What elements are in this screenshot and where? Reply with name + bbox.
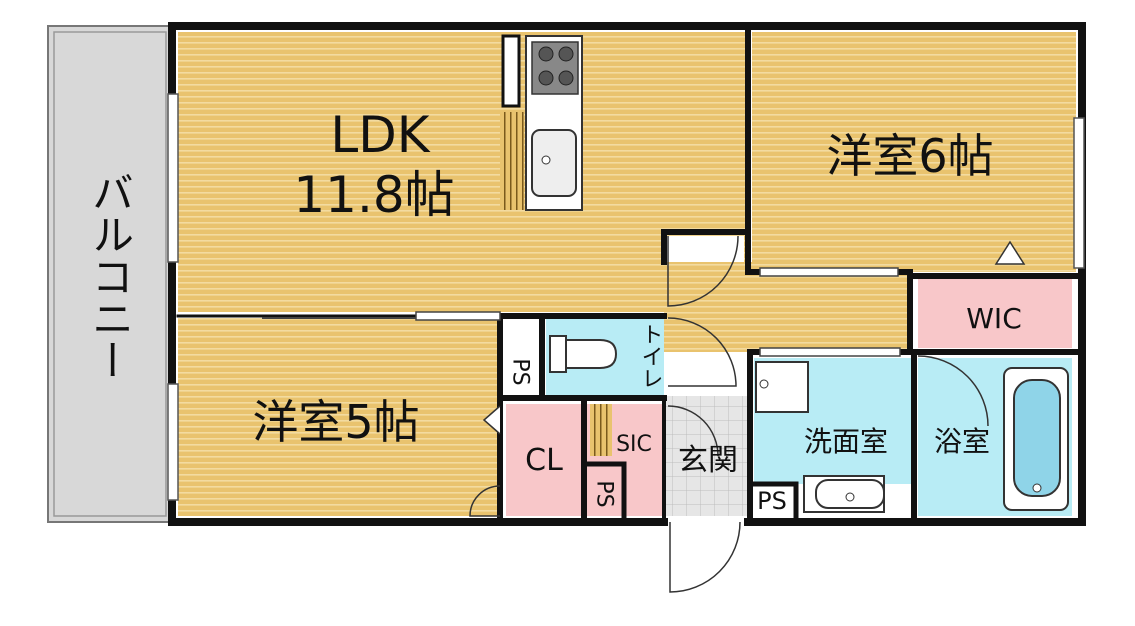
wic-label: WIC: [966, 302, 1022, 335]
balcony: [47, 25, 173, 523]
room5-label: 洋室5帖: [252, 395, 419, 449]
room6-label: 洋室6帖: [826, 129, 993, 183]
windows: [167, 93, 1085, 501]
washer-fixture: [755, 361, 809, 413]
toilet-fixture: [549, 335, 618, 373]
swing-doors: [469, 235, 1026, 593]
ps-upper-label: PS: [508, 358, 533, 385]
ps-lower-label: PS: [592, 480, 617, 507]
sink-icon: [531, 129, 577, 197]
kitchen: [500, 34, 583, 211]
bathroom-label: 浴室: [934, 425, 990, 458]
basin-fixture: [803, 475, 885, 513]
toilet-label: トイレ: [638, 323, 663, 389]
room-labels: LDK 11.8帖 洋室6帖 洋室5帖 WIC CL SIC 玄関 洗面室 浴室…: [86, 106, 1022, 515]
sliding-doors: [262, 267, 901, 357]
floors: [178, 32, 1076, 516]
bathtub-fixture: [1003, 367, 1069, 511]
sic-label: SIC: [616, 432, 652, 457]
balcony-label: バルコニー: [86, 171, 135, 381]
entrance-label: 玄関: [678, 443, 738, 478]
ldk-label: LDK: [330, 106, 430, 164]
cl-label: CL: [525, 443, 563, 478]
ldk-size-label: 11.8帖: [293, 166, 454, 224]
washroom-label: 洗面室: [804, 425, 888, 458]
ps-bath-label: PS: [757, 487, 787, 515]
stove-icon: [538, 46, 574, 86]
